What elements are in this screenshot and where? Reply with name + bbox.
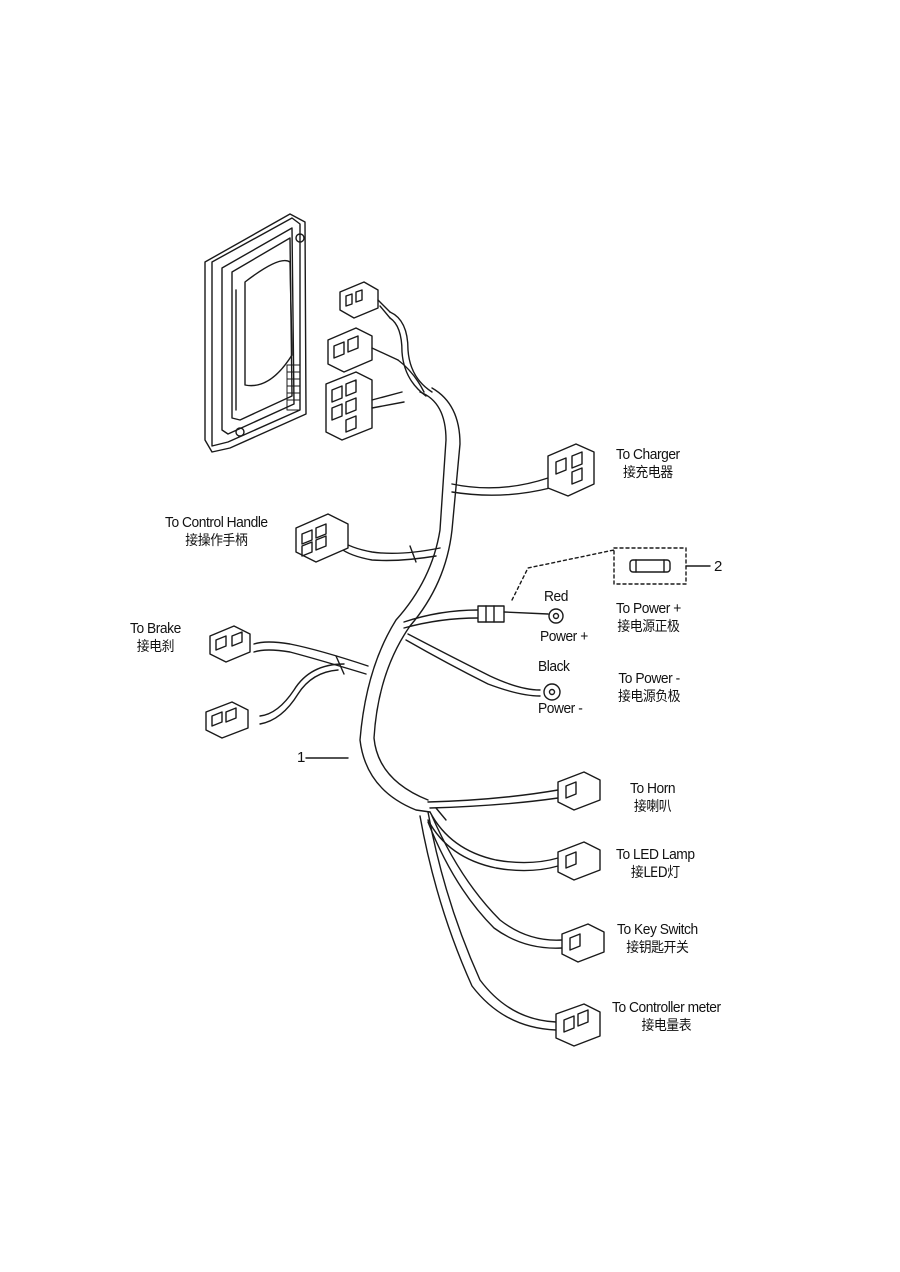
wire-label-red: Red	[544, 588, 568, 605]
controller-module	[204, 213, 307, 453]
wire-label-black: Black	[538, 658, 570, 675]
label-power-positive-en: To Power +	[616, 600, 681, 617]
controller-pins	[286, 364, 301, 411]
label-horn: To Horn 接喇叭	[630, 780, 676, 816]
label-controller-meter-zh: 接电量表	[641, 1018, 692, 1034]
wire-label-power-plus: Power +	[540, 628, 588, 645]
label-power-negative-en: To Power -	[618, 670, 680, 687]
label-led-lamp: To LED Lamp 接LED灯	[616, 846, 695, 882]
label-led-lamp-zh: 接LED灯	[630, 865, 680, 881]
label-power-negative: To Power - 接电源负极	[618, 670, 681, 706]
control-handle-branch	[295, 513, 441, 563]
label-led-lamp-en: To LED Lamp	[616, 846, 695, 863]
label-control-handle-en: To Control Handle	[165, 514, 268, 531]
label-power-positive: To Power + 接电源正极	[616, 600, 681, 636]
label-power-negative-zh: 接电源负极	[618, 689, 681, 705]
label-brake: To Brake 接电刹	[130, 620, 181, 656]
callout-1: 1	[297, 749, 306, 766]
controller-connector-small	[339, 281, 391, 319]
label-horn-en: To Horn	[630, 780, 676, 797]
wire-label-power-minus: Power -	[538, 700, 583, 717]
controller-connector-medium	[327, 327, 399, 373]
label-control-handle: To Control Handle 接操作手柄	[165, 514, 268, 550]
label-brake-en: To Brake	[130, 620, 181, 637]
label-brake-zh: 接电刹	[136, 639, 175, 655]
label-controller-meter: To Controller meter 接电量表	[612, 999, 721, 1035]
label-charger: To Charger 接充电器	[616, 446, 680, 482]
label-charger-zh: 接充电器	[622, 465, 673, 481]
label-power-positive-zh: 接电源正极	[617, 619, 680, 635]
label-key-switch-en: To Key Switch	[617, 921, 698, 938]
label-control-handle-zh: 接操作手柄	[185, 533, 248, 549]
label-charger-en: To Charger	[616, 446, 680, 463]
label-controller-meter-en: To Controller meter	[612, 999, 721, 1016]
label-key-switch-zh: 接钥匙开关	[626, 940, 689, 956]
fuse-detail-box	[613, 547, 711, 585]
power-branch	[403, 549, 615, 701]
controller-connector-large	[325, 371, 405, 441]
main-harness-trunk	[359, 387, 461, 813]
callout-2: 2	[714, 558, 723, 575]
label-key-switch: To Key Switch 接钥匙开关	[617, 921, 698, 957]
charger-branch	[451, 443, 595, 497]
lower-branches	[419, 771, 605, 1047]
label-horn-zh: 接喇叭	[633, 799, 672, 815]
brake-branch	[205, 625, 369, 739]
